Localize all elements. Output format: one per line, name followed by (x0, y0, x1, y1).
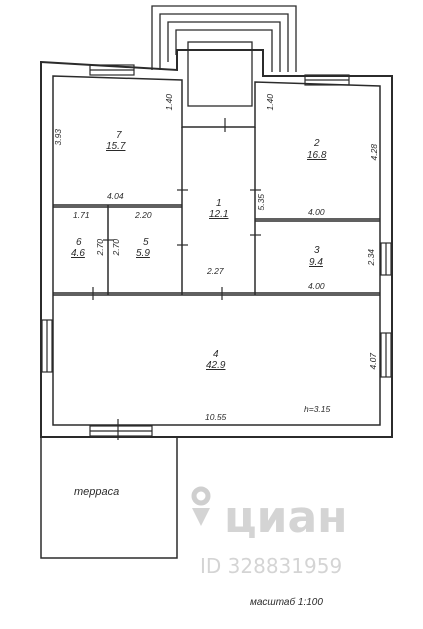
room-4-area: 42.9 (206, 360, 226, 371)
room-3-number: 3 (314, 245, 320, 256)
dim-4-28: 4.28 (369, 143, 380, 161)
dim-4-07: 4.07 (368, 352, 379, 370)
room-2-number: 2 (314, 138, 320, 149)
door-marks (92, 118, 261, 440)
height-label: h=3.15 (304, 404, 331, 414)
dim-1-40-left: 1.40 (164, 93, 175, 111)
room-4-number: 4 (213, 349, 219, 360)
dim-3-93: 3.93 (53, 128, 64, 146)
dim-10-55: 10.55 (205, 412, 227, 422)
dim-2-20: 2.20 (135, 210, 152, 220)
partitions (53, 127, 380, 296)
room-2-area: 16.8 (307, 150, 327, 161)
watermark-brand: циан (224, 492, 348, 543)
scale-label: масштаб 1:100 (250, 597, 323, 608)
terrace-outline (40, 436, 178, 559)
dim-5-35: 5.35 (256, 193, 267, 211)
dim-2-27: 2.27 (207, 266, 224, 276)
room-5-number: 5 (143, 237, 149, 248)
room-5-area: 5.9 (136, 248, 150, 259)
outer-wall (40, 49, 393, 438)
room-3-area: 9.4 (309, 257, 323, 268)
room-1-area: 12.1 (209, 209, 229, 220)
room-6-number: 6 (76, 237, 82, 248)
dim-2-70-left: 2.70 (95, 238, 106, 256)
dim-4-04: 4.04 (107, 191, 124, 201)
watermark-id: ID 328831959 (200, 554, 343, 578)
dim-2-70-right: 2.70 (111, 238, 122, 256)
porch-steps (151, 5, 297, 107)
dim-1-71: 1.71 (73, 210, 90, 220)
room-7-number: 7 (116, 130, 122, 141)
terrace-label: терраса (74, 486, 120, 498)
watermark-logo (186, 486, 216, 528)
dim-1-40-right: 1.40 (265, 93, 276, 111)
room-1-number: 1 (216, 198, 222, 209)
dim-4-00-top: 4.00 (308, 207, 325, 217)
dim-2-34: 2.34 (366, 248, 377, 266)
inner-wall-line (52, 75, 381, 426)
room-7-area: 15.7 (106, 141, 126, 152)
windows (41, 64, 392, 437)
dim-4-00-bottom: 4.00 (308, 281, 325, 291)
room-6-area: 4.6 (71, 248, 85, 259)
